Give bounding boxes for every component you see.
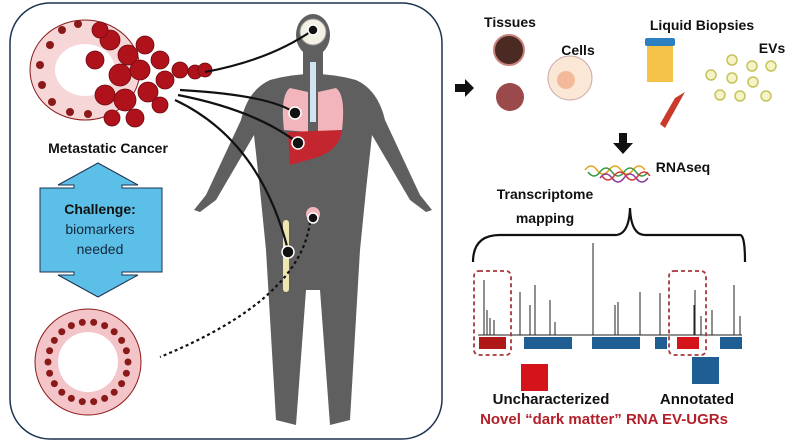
down-arrow-icon: [613, 133, 633, 154]
primary-tumor-dot: [307, 212, 319, 224]
metastasis-lines: [159, 29, 314, 359]
liquid-biopsies-label: Liquid Biopsies: [650, 17, 754, 33]
ring-cell-nucleus: [110, 388, 118, 396]
ring-cell-nucleus: [90, 318, 98, 326]
ring-cell-nucleus: [46, 347, 54, 355]
uncharacterized-highlight-1: [473, 270, 512, 356]
dark-matter-footer: Novel “dark matter” RNA EV-UGRs: [480, 411, 728, 428]
tissue-sample-2-icon: [496, 83, 524, 111]
ring-cell-nucleus: [58, 328, 66, 336]
bone-metastasis-dot: [281, 245, 295, 259]
challenge-line2: biomarkers: [65, 221, 134, 237]
ring-cell-nucleus: [50, 380, 58, 388]
ring-cell-nucleus: [122, 369, 130, 377]
annotated-block-1: [524, 337, 572, 349]
brain-metastasis-dot: [307, 24, 319, 36]
rnaseq-label: RNAseq: [656, 159, 710, 175]
ring-cell-nucleus: [58, 388, 66, 396]
urine-cup-icon: [647, 46, 673, 82]
ring-cell-nucleus: [101, 322, 109, 330]
metastatic-cancer-cluster-icon: [29, 19, 213, 128]
normal-tissue-ring-icon: [34, 308, 142, 416]
uncharacterized-legend-swatch: [521, 364, 548, 391]
ring-cell-nucleus: [110, 328, 118, 336]
blood-tube-icon: [660, 92, 685, 128]
annotated-legend-swatch: [692, 357, 719, 384]
ring-cell-nucleus: [118, 336, 126, 344]
ring-cell-nucleus: [50, 336, 58, 344]
right-arrow-icon: [455, 79, 474, 97]
ring-cell-nucleus: [44, 358, 52, 366]
ring-cell-nucleus: [78, 398, 86, 406]
transcriptome-label-line1: Transcriptome: [497, 186, 594, 202]
tissues-label: Tissues: [484, 14, 536, 30]
ring-cell-nucleus: [124, 358, 132, 366]
rna-strands-icon: [584, 165, 651, 183]
uncharacterized-block-2: [677, 337, 699, 349]
ring-cell-nucleus: [67, 394, 75, 402]
evs-label: EVs: [759, 40, 786, 56]
metastatic-cancer-label: Metastatic Cancer: [48, 140, 168, 156]
ring-cell-nucleus: [118, 380, 126, 388]
curly-brace: [471, 207, 747, 263]
liver-metastasis-dot: [291, 136, 305, 150]
annotated-block-4: [720, 337, 742, 349]
ring-cell-nucleus: [78, 318, 86, 326]
uncharacterized-block-1: [479, 337, 506, 349]
challenge-title: Challenge:: [64, 201, 136, 217]
ev-vesicles-icon: [705, 54, 777, 102]
coverage-peaks: [483, 243, 741, 335]
ring-cell-nucleus: [90, 398, 98, 406]
uncharacterized-label: Uncharacterized: [493, 391, 610, 408]
ring-cell-nucleus: [46, 369, 54, 377]
ring-cell-nucleus: [101, 394, 109, 402]
annotated-block-3: [655, 337, 667, 349]
challenge-double-arrow: [39, 162, 163, 298]
transcriptome-label-line2: mapping: [516, 210, 574, 226]
challenge-line3: needed: [77, 241, 124, 257]
annotated-block-2: [592, 337, 640, 349]
urine-cup-lid-icon: [645, 38, 675, 46]
cells-label: Cells: [561, 42, 595, 58]
annotated-label: Annotated: [660, 391, 734, 408]
ring-cell-nucleus: [122, 347, 130, 355]
cell-nucleus-icon: [557, 71, 575, 89]
ring-cell-nucleus: [67, 322, 75, 330]
uncharacterized-highlight-2: [668, 270, 707, 356]
lung-metastasis-dot: [288, 106, 302, 120]
tissue-sample-1-icon: [493, 34, 525, 66]
